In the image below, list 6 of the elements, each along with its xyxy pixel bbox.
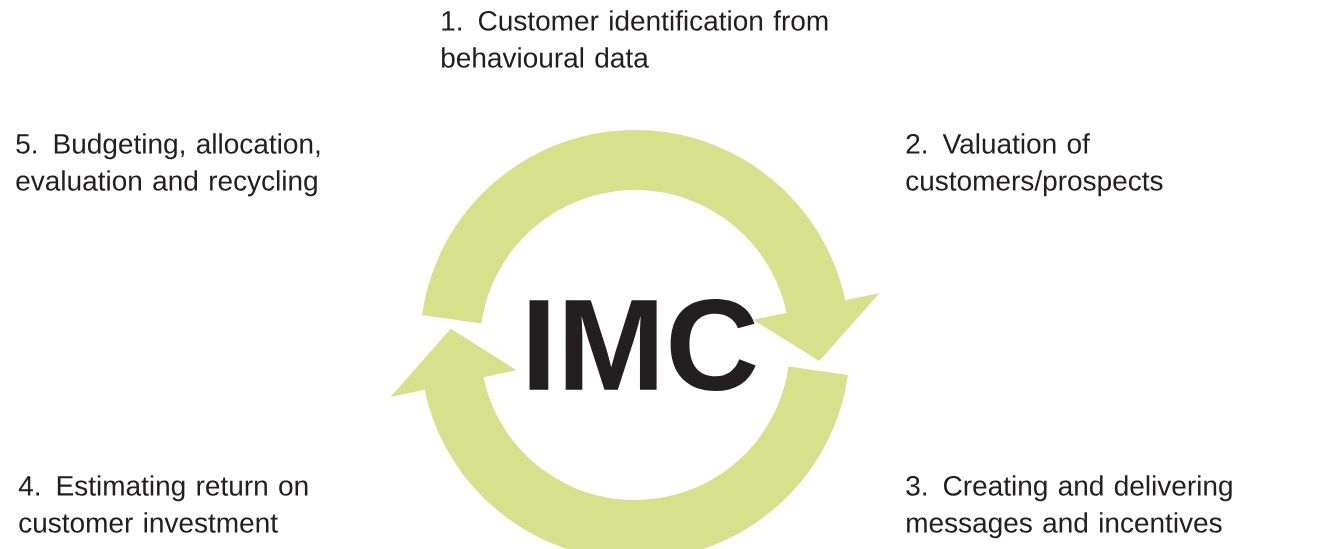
- step-label: 4. Estimating return on customer investment: [18, 475, 308, 533]
- step-label: 5. Budgeting, allocation, evaluation and recycling: [16, 133, 320, 197]
- step-label: 3. Creating and delivering messages and incentives: [906, 475, 1232, 539]
- center-label: IMC: [529, 298, 756, 391]
- step-label: 2. Valuation of customers/prospects: [906, 133, 1163, 197]
- step-label: 1. Customer identification from behavioural data: [442, 10, 828, 68]
